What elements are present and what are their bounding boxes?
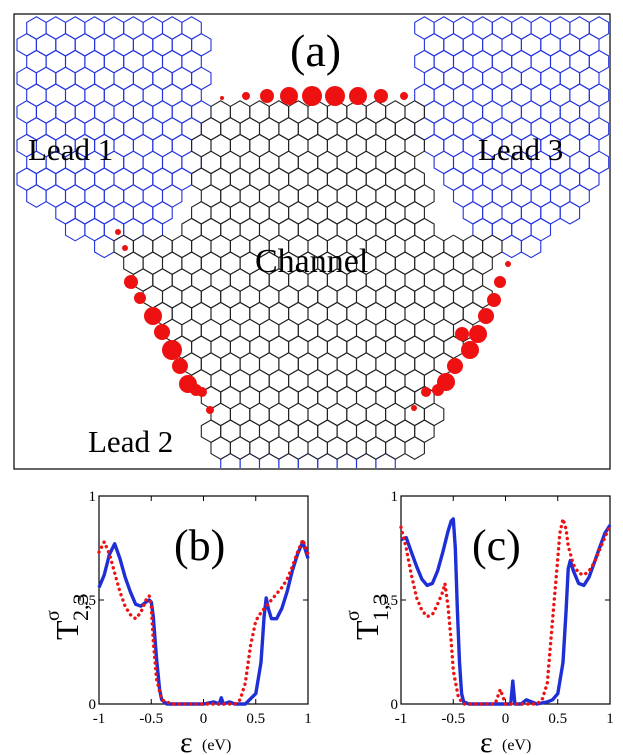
panel-c-ylabel-sup: σ bbox=[342, 610, 364, 621]
panel-c-ytick-label: 0 bbox=[391, 697, 399, 713]
panel-c-ylabel: T 1,3 σ bbox=[342, 594, 393, 641]
edge-state-dot bbox=[162, 340, 182, 360]
panel-b-xtick-label: -1 bbox=[93, 711, 106, 727]
edge-state-dot bbox=[494, 276, 506, 288]
panel-b-ytick-label: 0 bbox=[89, 697, 97, 713]
edge-state-dot bbox=[154, 324, 170, 340]
panel-b-ytick-label: 0.5 bbox=[77, 593, 96, 609]
panel-b-xtick-label: 0.5 bbox=[246, 711, 265, 727]
lattice-hexagon bbox=[520, 234, 542, 259]
panel-c-label: (c) bbox=[472, 521, 521, 570]
panel-b-label: (b) bbox=[174, 521, 225, 570]
panel-b-xtick-label: -0.5 bbox=[139, 711, 163, 727]
panel-c: -1 -0.5 0 0.5 1 0 0.5 1 (c) T 1,3 σ ε (eV) bbox=[342, 489, 614, 755]
lead-2-label: Lead 2 bbox=[88, 424, 173, 459]
panel-a: (a) Lead 1 Lead 3 Channel Lead 2 bbox=[13, 13, 611, 470]
panel-c-ylabel-sub: 1,3 bbox=[368, 594, 393, 622]
edge-state-dot bbox=[374, 89, 388, 103]
panel-b: -1 -0.5 0 0.5 1 0 0.5 1 (b) T 2,3 σ ε (eV) bbox=[42, 489, 312, 755]
panel-a-frame bbox=[13, 13, 611, 470]
edge-state-dot bbox=[115, 229, 121, 235]
panel-b-ytick-label: 1 bbox=[89, 489, 97, 505]
channel-lattice bbox=[113, 100, 503, 460]
panel-c-ylabel-main: T bbox=[349, 620, 385, 640]
edge-state-dot bbox=[242, 92, 250, 100]
edge-state-dot bbox=[505, 261, 511, 267]
lattice bbox=[16, 16, 609, 468]
lead-lattice bbox=[16, 16, 609, 468]
edge-state-dot bbox=[220, 96, 224, 100]
edge-state-dot bbox=[144, 307, 162, 325]
edge-state-dot bbox=[349, 87, 367, 105]
panel-a-label: (a) bbox=[290, 25, 341, 76]
edge-state-dot bbox=[447, 358, 463, 374]
edge-state-dot bbox=[280, 87, 298, 105]
edge-state-dot bbox=[432, 384, 444, 396]
edge-state-dot bbox=[172, 358, 188, 374]
edge-state-dot bbox=[469, 325, 487, 343]
edge-state-dot bbox=[411, 405, 417, 411]
panel-b-xtick-label: 1 bbox=[304, 711, 312, 727]
edge-state-dot bbox=[325, 86, 345, 106]
edge-state-dot bbox=[400, 92, 408, 100]
panel-c-plot: -1 -0.5 0 0.5 1 0 0.5 1 bbox=[379, 489, 614, 727]
edge-state-dots bbox=[115, 86, 511, 414]
panel-b-plot: -1 -0.5 0 0.5 1 0 0.5 1 bbox=[77, 489, 312, 727]
panel-b-xlabel: ε bbox=[180, 726, 193, 755]
panel-b-ylabel-sub: 2,3 bbox=[68, 594, 93, 622]
edge-state-dot bbox=[461, 341, 479, 359]
panel-c-ytick-label: 0.5 bbox=[379, 593, 398, 609]
edge-state-dot bbox=[260, 89, 274, 103]
edge-state-dot bbox=[302, 86, 322, 106]
lattice-hexagon bbox=[404, 436, 425, 460]
panel-c-xunit: (eV) bbox=[502, 737, 531, 754]
channel-label: Channel bbox=[255, 243, 368, 280]
panel-c-xlabel: ε bbox=[480, 726, 493, 755]
panel-c-xtick-label: 0 bbox=[502, 711, 510, 727]
lead-1-label: Lead 1 bbox=[28, 132, 113, 167]
edge-state-dot bbox=[122, 245, 128, 251]
panel-b-ylabel: T 2,3 σ bbox=[42, 594, 93, 641]
edge-state-dot bbox=[197, 387, 207, 397]
panel-c-xtick-label: -1 bbox=[395, 711, 408, 727]
edge-state-dot bbox=[124, 275, 138, 289]
panel-c-series-red-dotted bbox=[399, 517, 612, 706]
panel-b-xtick-label: 0 bbox=[200, 711, 208, 727]
panel-b-xunit: (eV) bbox=[202, 737, 231, 754]
panel-c-ytick-label: 1 bbox=[391, 489, 399, 505]
panel-c-xtick-label: 1 bbox=[606, 711, 614, 727]
edge-state-dot bbox=[455, 327, 469, 341]
panel-c-xtick-label: 0.5 bbox=[548, 711, 567, 727]
panel-b-series-red-dotted bbox=[97, 538, 310, 706]
edge-state-dot bbox=[487, 293, 501, 307]
edge-state-dot bbox=[134, 292, 146, 304]
edge-state-dot bbox=[206, 406, 214, 414]
lead-3-label: Lead 3 bbox=[478, 132, 563, 167]
edge-state-dot bbox=[421, 387, 431, 397]
panel-b-ylabel-main: T bbox=[49, 620, 85, 640]
lattice-hexagon bbox=[559, 200, 581, 225]
panel-c-series-blue-solid bbox=[400, 517, 612, 706]
panel-c-xtick-label: -0.5 bbox=[441, 711, 465, 727]
edge-state-dot bbox=[478, 308, 494, 324]
panel-b-ylabel-sup: σ bbox=[42, 610, 64, 621]
